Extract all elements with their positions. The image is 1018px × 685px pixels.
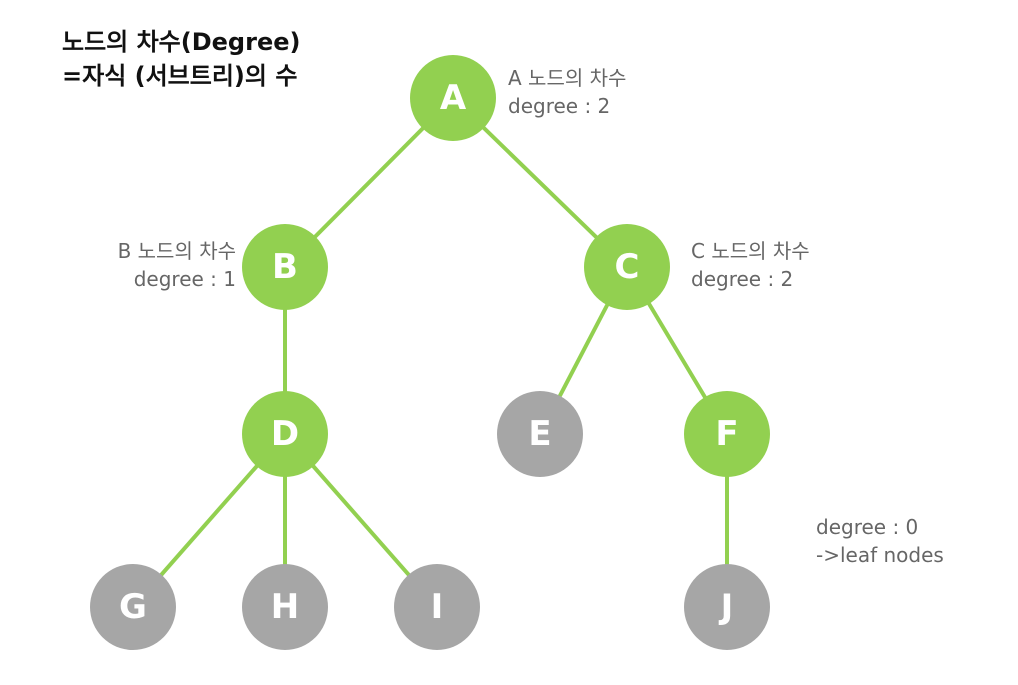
annotation-c-degree: degree : 2 xyxy=(691,267,794,291)
node-b-circle xyxy=(242,224,328,310)
node-d: D xyxy=(242,391,328,477)
annotation-leaf: degree : 0 ->leaf nodes xyxy=(816,513,944,569)
nodes-layer: A B C D E F G H I J xyxy=(90,55,770,650)
node-d-circle xyxy=(242,391,328,477)
node-j: J xyxy=(684,564,770,650)
node-e: E xyxy=(497,391,583,477)
annotation-b: B 노드의 차수 degree : 1 xyxy=(118,237,236,293)
node-f-label: F xyxy=(715,414,738,454)
annotation-a: A 노드의 차수 degree : 2 xyxy=(508,64,626,120)
node-b: B xyxy=(242,224,328,310)
annotation-b-degree: degree : 1 xyxy=(133,267,236,291)
node-j-circle xyxy=(684,564,770,650)
annotation-a-degree: degree : 2 xyxy=(508,94,611,118)
node-i: I xyxy=(394,564,480,650)
annotation-b-label: B 노드의 차수 xyxy=(117,239,236,263)
annotation-c: C 노드의 차수 degree : 2 xyxy=(691,237,810,293)
annotation-a-label: A 노드의 차수 xyxy=(508,66,627,90)
node-g-circle xyxy=(90,564,176,650)
node-j-label: J xyxy=(719,587,734,627)
node-h: H xyxy=(242,564,328,650)
diagram-title-line1: 노드의 차수(Degree) xyxy=(62,28,301,56)
annotation-leaf-note: ->leaf nodes xyxy=(816,543,944,567)
node-a: A xyxy=(410,55,496,141)
node-b-label: B xyxy=(272,247,298,287)
node-a-label: A xyxy=(440,78,467,118)
node-e-circle xyxy=(497,391,583,477)
node-g: G xyxy=(90,564,176,650)
node-f-circle xyxy=(684,391,770,477)
node-d-label: D xyxy=(271,414,299,454)
node-c-label: C xyxy=(615,247,640,287)
annotation-c-label: C 노드의 차수 xyxy=(691,239,810,263)
node-h-circle xyxy=(242,564,328,650)
node-h-label: H xyxy=(271,587,299,627)
diagram-title-line2: =자식 (서브트리)의 수 xyxy=(62,62,298,90)
node-i-label: I xyxy=(431,587,444,627)
node-a-circle xyxy=(410,55,496,141)
node-c-circle xyxy=(584,224,670,310)
node-g-label: G xyxy=(119,587,147,627)
edges-layer xyxy=(131,96,729,609)
node-e-label: E xyxy=(528,414,551,454)
node-c: C xyxy=(584,224,670,310)
node-f: F xyxy=(684,391,770,477)
annotation-leaf-degree: degree : 0 xyxy=(816,515,919,539)
node-i-circle xyxy=(394,564,480,650)
